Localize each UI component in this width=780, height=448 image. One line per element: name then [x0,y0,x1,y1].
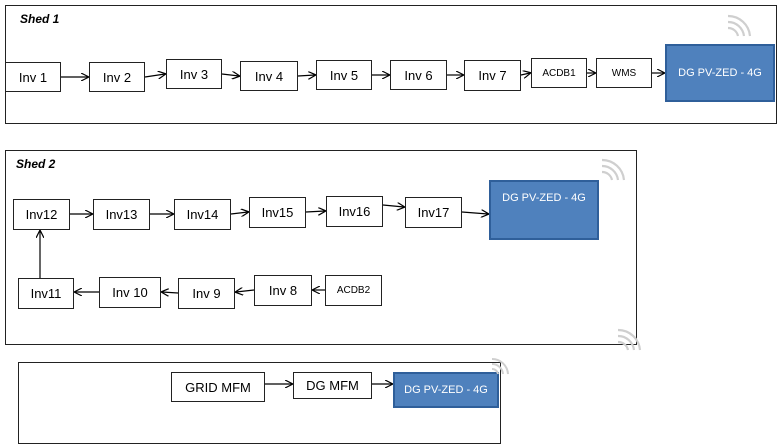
shed1-inv3: Inv 3 [166,59,222,89]
shed2-acdb2: ACDB2 [325,275,382,306]
shed2-inv8: Inv 8 [254,275,312,306]
shed1-inv7: Inv 7 [464,60,521,91]
dg-mfm: DG MFM [293,372,372,399]
grid-dg-pv-zed: DG PV-ZED - 4G [393,372,499,408]
shed2-inv15: Inv15 [249,197,306,228]
shed2-inv12: Inv12 [13,199,70,230]
shed1-dg-pv-zed: DG PV-ZED - 4G [665,44,775,102]
shed1-inv5: Inv 5 [316,60,372,90]
shed2-dg-pv-zed: DG PV-ZED - 4G [489,180,599,240]
wifi-signal-icon [617,328,642,351]
shed1-wms: WMS [596,58,652,88]
shed1-inv4: Inv 4 [240,61,298,91]
shed1-inv1: Inv 1 [5,62,61,92]
shed1-inv2: Inv 2 [89,62,145,92]
shed2-inv17: Inv17 [405,197,462,228]
shed1-inv6: Inv 6 [390,60,447,90]
shed2-title: Shed 2 [16,157,56,171]
wifi-signal-icon [601,158,626,181]
wifi-signal-icon [727,14,752,37]
wifi-signal-icon [491,357,509,375]
shed2-inv14: Inv14 [174,199,231,230]
shed2-inv16: Inv16 [326,196,383,227]
shed2-inv9: Inv 9 [178,278,235,309]
shed2-inv11: Inv11 [18,278,74,309]
shed2-inv13: Inv13 [93,199,150,230]
shed1-title: Shed 1 [20,12,60,26]
shed1-acdb1: ACDB1 [531,58,587,88]
shed2-inv10: Inv 10 [99,277,161,308]
grid-mfm: GRID MFM [171,372,265,402]
